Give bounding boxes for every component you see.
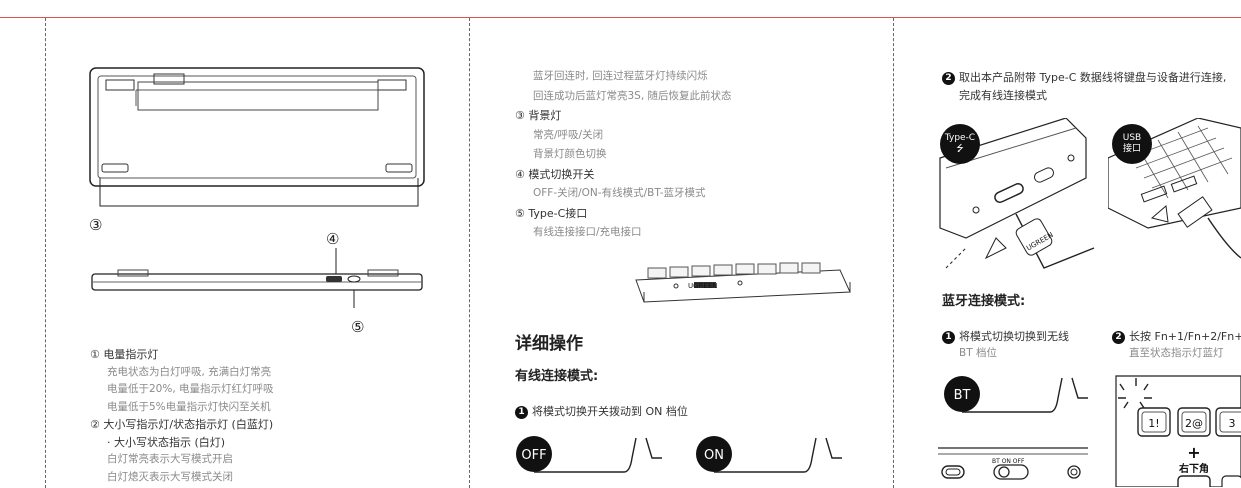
typec-badge: Type-C ⭍ xyxy=(940,124,980,164)
fold-line-middle xyxy=(469,18,470,488)
switch-position-labels: BT ON OFF xyxy=(992,458,1025,465)
step-text: 完成有线连接模式 xyxy=(959,89,1047,102)
step-text: 直至状态指示灯蓝灯 xyxy=(1129,347,1224,359)
top-rule xyxy=(0,17,1241,18)
off-label: OFF xyxy=(521,448,546,463)
desc-line: 白灯常亮表示大写模式开启 xyxy=(107,453,233,465)
step-number: 2 xyxy=(942,72,955,85)
step-text: 长按 Fn+1/Fn+2/Fn+ xyxy=(1129,330,1241,343)
wired-mode-title: 有线连接模式: xyxy=(515,369,599,384)
desc-line: 电量低于20%, 电量指示灯红灯呼吸 xyxy=(107,383,274,395)
on-label: ON xyxy=(704,448,724,463)
feature-description-list: 蓝牙回连时, 回连过程蓝牙灯持续闪烁 回连成功后蓝灯常亮3S, 随后恢复此前状态… xyxy=(515,67,732,243)
desc-line: ⑤ Type-C接口 xyxy=(515,206,588,220)
corner-label: 右下角 xyxy=(1178,462,1209,475)
typec-badge-label: Type-C xyxy=(944,133,976,143)
bt-mode-title: 蓝牙连接模式: xyxy=(942,294,1026,309)
step-text: BT 档位 xyxy=(959,347,997,359)
bt-step-1: 1 将模式切换切换到无线 BT 档位 xyxy=(942,328,1069,362)
desc-line: 电量低于5%电量指示灯快闪至关机 xyxy=(107,400,271,413)
fold-line-right xyxy=(893,18,894,488)
usb-badge-label: USB xyxy=(1122,133,1142,143)
callout-3: ③ xyxy=(89,216,103,234)
switch-bt-illustration: BT BT ON OFF xyxy=(938,376,1088,480)
desc-line: 蓝牙回连时, 回连过程蓝牙灯持续闪烁 xyxy=(533,70,708,82)
usb-symbol-icon: ⭍ xyxy=(956,144,964,154)
keyboard-bottom-illustration xyxy=(89,67,425,207)
plus-sign: + xyxy=(1187,443,1200,462)
step-text: 取出本产品附带 Type-C 数据线将键盘与设备进行连接, xyxy=(959,71,1227,84)
section-title: 详细操作 xyxy=(515,334,583,354)
desc-line: 充电状态为白灯呼吸, 充满白灯常亮 xyxy=(107,365,272,378)
key-2: 2@ xyxy=(1185,417,1203,430)
keyboard-angle-illustration: UGREEN xyxy=(635,262,851,303)
step-text: 将模式切换开关拨动到 ON 档位 xyxy=(532,405,688,418)
usb-badge: USB 接口 xyxy=(1112,124,1152,164)
desc-line: 常亮/呼吸/关闭 xyxy=(533,128,604,141)
wired-step-2: 2 取出本产品附带 Type-C 数据线将键盘与设备进行连接, 完成有线连接模式 xyxy=(942,69,1226,105)
desc-line: ③ 背景灯 xyxy=(515,109,562,122)
desc-line: ① 电量指示灯 xyxy=(90,348,159,361)
step-number: 1 xyxy=(515,406,528,419)
indicator-description-list: ① 电量指示灯 充电状态为白灯呼吸, 充满白灯常亮 电量低于20%, 电量指示灯… xyxy=(90,346,274,486)
wired-step-1: 1 将模式切换开关拨动到 ON 档位 xyxy=(515,403,688,419)
desc-line: 背景灯颜色切换 xyxy=(533,148,607,160)
ugreen-logo-small: UGREEN xyxy=(688,282,718,290)
step-number: 2 xyxy=(1112,331,1125,344)
desc-line: 有线连接接口/充电接口 xyxy=(533,226,642,238)
desc-line: 回连成功后蓝灯常亮3S, 随后恢复此前状态 xyxy=(533,89,732,102)
fold-line-left xyxy=(45,18,46,488)
bt-label: BT xyxy=(954,388,971,403)
key-3: 3 xyxy=(1229,417,1236,430)
key-1: 1! xyxy=(1148,417,1159,430)
bt-keys-illustration: 1! 2@ 3 + 右下角 xyxy=(1115,375,1241,487)
desc-line: ② 大小写指示灯/状态指示灯 (白蓝灯) xyxy=(90,418,274,431)
keyboard-side-illustration xyxy=(91,248,423,308)
callout-4: ④ xyxy=(326,230,340,248)
desc-line: ④ 模式切换开关 xyxy=(515,167,595,181)
callout-5: ⑤ xyxy=(351,318,365,336)
switch-on-illustration: ON xyxy=(696,436,842,473)
bt-step-2: 2 长按 Fn+1/Fn+2/Fn+ 直至状态指示灯蓝灯 xyxy=(1112,328,1241,362)
desc-line: OFF-关闭/ON-有线模式/BT-蓝牙模式 xyxy=(533,187,706,199)
desc-line: 白灯熄灭表示大写模式关闭 xyxy=(107,470,233,483)
step-number: 1 xyxy=(942,331,955,344)
usb-badge-label-2: 接口 xyxy=(1122,144,1141,154)
switch-off-illustration: OFF xyxy=(516,436,662,473)
desc-line: · 大小写状态指示 (白灯) xyxy=(107,435,226,449)
step-text: 将模式切换切换到无线 xyxy=(959,330,1069,343)
